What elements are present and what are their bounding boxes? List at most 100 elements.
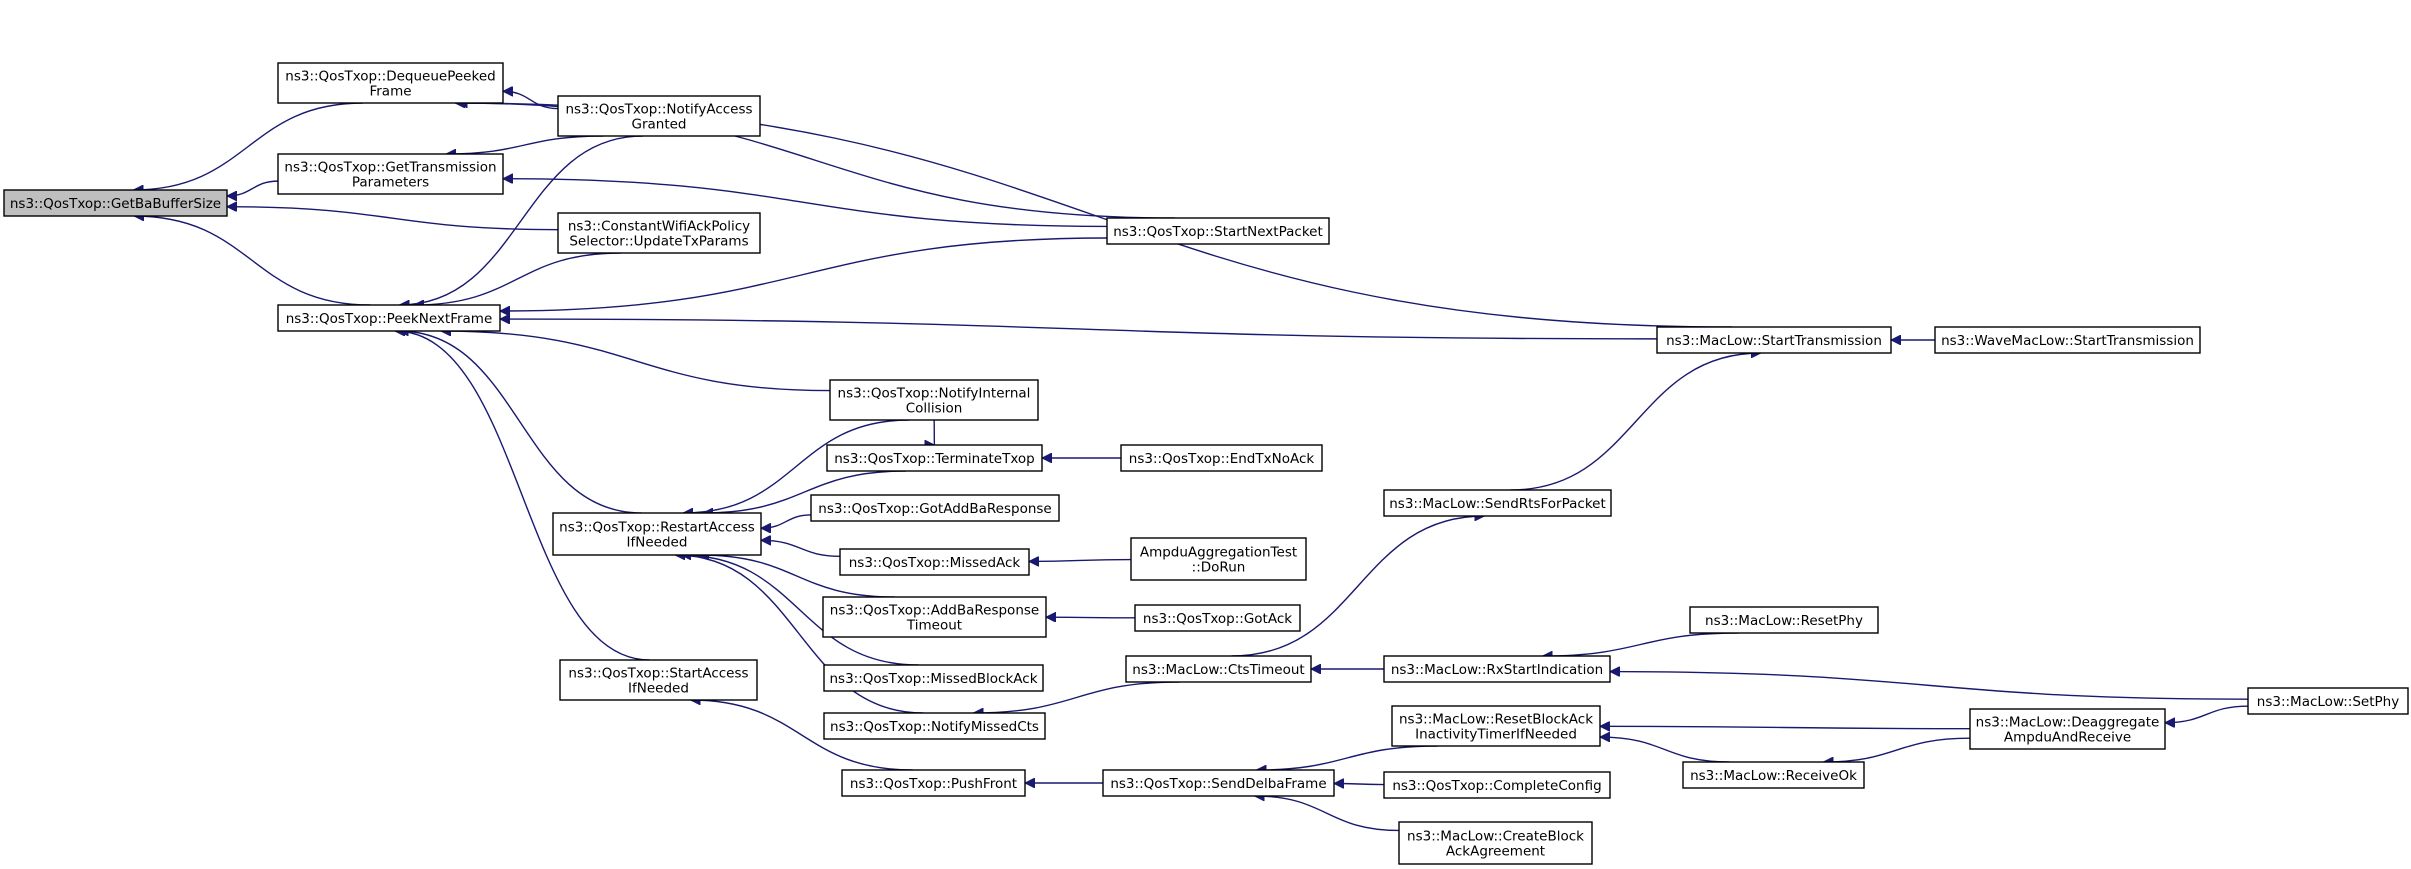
node-label: ns3::QosTxop::DequeuePeeked [285,69,495,85]
edge-receiveok-to-resetblockack [1600,737,1730,763]
node-box [1383,655,1611,683]
node-box [1689,606,1879,634]
node-setphy[interactable]: ns3::MacLow::SetPhy [2247,687,2409,715]
edges-layer [133,91,2249,832]
node-label: ns3::MacLow::RxStartIndication [1391,662,1603,678]
node-constant[interactable]: ns3::ConstantWifiAckPolicySelector::Upda… [557,212,761,254]
node-completeconfig[interactable]: ns3::QosTxop::CompleteConfig [1383,771,1611,799]
node-label: ns3::QosTxop::TerminateTxop [834,451,1035,467]
edge-gotaddba-to-restart [761,514,812,528]
node-label: ns3::QosTxop::NotifyAccess [565,102,752,118]
node-label: ns3::QosTxop::MissedAck [849,555,1021,571]
node-label: ns3::MacLow::CreateBlock [1407,829,1584,845]
node-box [1391,705,1601,747]
edge-createblockack-to-senddelba [1255,796,1400,832]
edge-dequeue-to-getba [133,102,364,190]
node-startnext[interactable]: ns3::QosTxop::StartNextPacket [1106,217,1330,245]
edge-startnext-to-peek [500,237,1108,311]
node-label: ns3::QosTxop::StartNextPacket [1113,224,1323,240]
edge-restart-to-peek [399,331,642,514]
node-label: ns3::QosTxop::StartAccess [568,666,748,682]
node-label: ns3::MacLow::Deaggregate [1976,715,2160,731]
node-label: ns3::WaveMacLow::StartTransmission [1941,333,2194,349]
node-peek[interactable]: ns3::QosTxop::PeekNextFrame [277,304,501,332]
node-box [810,494,1060,522]
node-label: ns3::QosTxop::RestartAccess [559,520,755,536]
node-senddelba[interactable]: ns3::QosTxop::SendDelbaFrame [1102,769,1335,797]
node-label: ns3::MacLow::CtsTimeout [1132,662,1304,678]
node-missedack[interactable]: ns3::QosTxop::MissedAck [839,548,1030,576]
edge-gotack-to-addbatimeout [1046,617,1136,618]
node-gotaddba[interactable]: ns3::QosTxop::GotAddBaResponse [810,494,1060,522]
edge-missedack-to-restart [761,540,841,557]
node-receiveok[interactable]: ns3::MacLow::ReceiveOk [1682,761,1865,789]
edge-ampdutest-to-missedack [1029,560,1132,562]
node-box [829,379,1039,421]
node-box [277,62,504,104]
node-box [557,95,761,137]
node-resetblockack[interactable]: ns3::MacLow::ResetBlockAckInactivityTime… [1391,705,1601,747]
edge-notifyinternal-to-restart [683,419,910,513]
edge-constant-to-getba [227,207,559,231]
node-label: Parameters [352,175,429,191]
node-label: ns3::QosTxop::GetBaBufferSize [10,196,221,212]
node-endtxnoack[interactable]: ns3::QosTxop::EndTxNoAck [1120,444,1323,472]
edge-resetphy-to-rxstart [1543,632,1739,656]
node-label: IfNeeded [628,681,689,697]
node-label: ns3::MacLow::SendRtsForPacket [1389,496,1606,512]
node-gotack[interactable]: ns3::QosTxop::GotAck [1134,604,1301,632]
edge-ctstimeout-to-sendrts [1231,516,1485,657]
node-starttx[interactable]: ns3::MacLow::StartTransmission [1656,326,1892,354]
node-terminate[interactable]: ns3::QosTxop::TerminateTxop [826,444,1043,472]
edge-completeconfig-to-senddelba [1334,783,1385,784]
node-label: ns3::QosTxop::PushFront [850,776,1017,792]
node-notifymissedcts[interactable]: ns3::QosTxop::NotifyMissedCts [823,712,1046,740]
node-box [1120,444,1323,472]
edge-constant-to-peek [414,252,621,305]
node-label: Collision [906,401,963,417]
node-box [822,596,1047,638]
node-label: ns3::QosTxop::CompleteConfig [1392,778,1601,794]
node-box [277,153,504,195]
node-label: ns3::MacLow::StartTransmission [1666,333,1882,349]
node-label: ns3::QosTxop::AddBaResponse [830,603,1039,619]
node-getba[interactable]: ns3::QosTxop::GetBaBufferSize [3,189,228,217]
edge-gettx-to-getba [227,180,279,196]
node-box [1134,604,1301,632]
node-wavestarttx[interactable]: ns3::WaveMacLow::StartTransmission [1934,326,2201,354]
edge-deaggregate-to-resetblockack [1600,726,1971,728]
node-pushfront[interactable]: ns3::QosTxop::PushFront [841,769,1026,797]
node-box [839,548,1030,576]
edge-setphy-to-deaggregate [2165,705,2249,723]
node-box [823,664,1044,692]
edge-terminate-to-restart [703,470,907,513]
node-label: IfNeeded [627,535,688,551]
edge-startaccess-to-peek [395,331,650,661]
node-label: ns3::MacLow::ResetPhy [1705,613,1863,629]
edge-resetblockack-to-senddelba [1256,745,1438,770]
edge-notifyinternal-to-peek [441,331,831,392]
node-label: AmpduAggregationTest [1140,545,1297,561]
node-ctstimeout[interactable]: ns3::MacLow::CtsTimeout [1125,655,1312,683]
node-rxstart[interactable]: ns3::MacLow::RxStartIndication [1383,655,1611,683]
node-missedblockack[interactable]: ns3::QosTxop::MissedBlockAck [823,664,1044,692]
node-box [1383,771,1611,799]
node-sendrts[interactable]: ns3::MacLow::SendRtsForPacket [1383,489,1612,517]
edge-startnext-to-gettx [503,179,1108,228]
node-ampdutest[interactable]: AmpduAggregationTest::DoRun [1130,537,1307,581]
node-label: ns3::QosTxop::GotAddBaResponse [818,501,1051,517]
node-resetphy[interactable]: ns3::MacLow::ResetPhy [1689,606,1879,634]
node-box [1383,489,1612,517]
node-label: Timeout [906,618,962,634]
node-label: ::DoRun [1192,560,1246,576]
edge-notifyaccess-to-peek [399,135,643,305]
